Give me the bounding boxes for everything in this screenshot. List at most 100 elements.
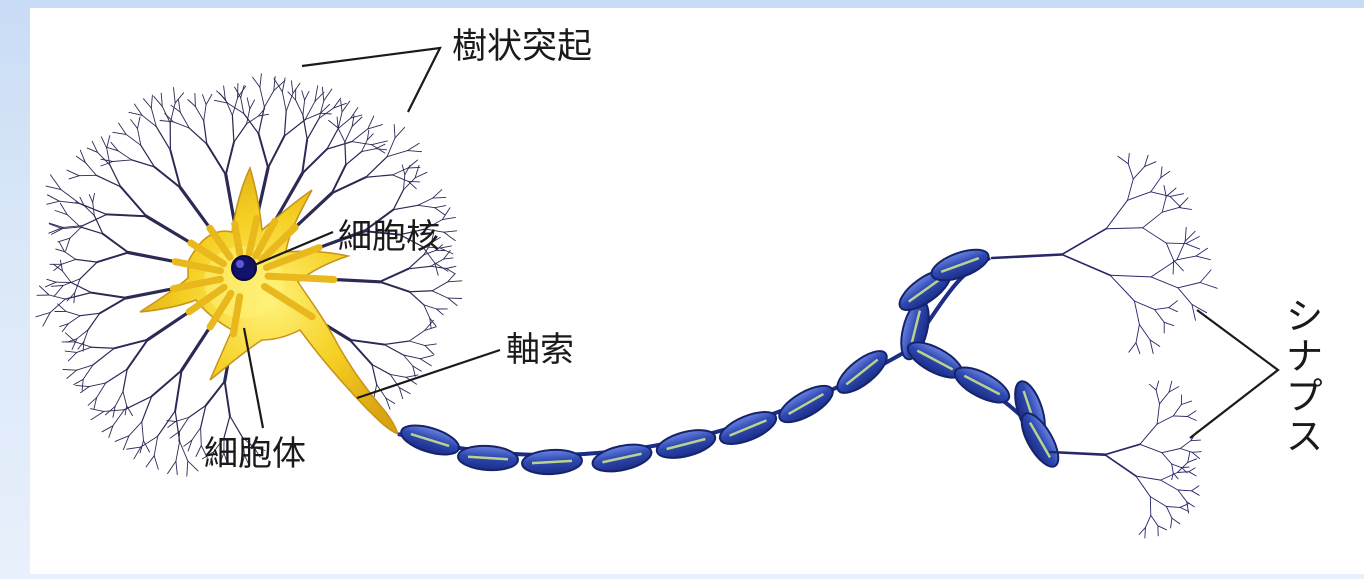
terminal-branch-upper [1169, 301, 1178, 308]
dendrite-branch [182, 327, 211, 371]
terminal-branch-lower [1172, 464, 1182, 468]
dendrite-branch [352, 142, 372, 145]
dendrite-branch [176, 461, 177, 474]
terminal-branch-upper [1155, 308, 1169, 310]
dendrite-branch [156, 127, 170, 151]
dendrite-branch [71, 283, 91, 293]
terminal-branch-lower [1162, 449, 1180, 453]
dendrite-branch [92, 347, 115, 348]
terminal-branch-upper [992, 255, 1062, 259]
dendrite-branch [93, 193, 95, 202]
dendrite-branch [62, 259, 76, 264]
dendrite-branch [350, 340, 372, 365]
dendrite-branch [409, 341, 425, 346]
terminal-branch-upper [1178, 288, 1192, 305]
dendrite-branch [77, 365, 93, 370]
dendrite-branch [435, 206, 446, 208]
terminal-branch-lower [1157, 404, 1159, 424]
dendrite-branch [69, 176, 79, 179]
dendrite-branch [51, 286, 63, 287]
terminal-branch-upper [1170, 194, 1184, 197]
dendrite-branch [101, 137, 106, 148]
dendrite-branch [127, 447, 141, 449]
dendrite-branch [259, 134, 269, 168]
terminal-branch-upper [1170, 196, 1181, 207]
terminal-branch-upper [1200, 270, 1211, 283]
terminal-branch-lower [1187, 417, 1196, 421]
dendrite-branch [93, 348, 114, 365]
dendrite-branch [395, 127, 405, 137]
terminal-branch-lower [1173, 416, 1187, 417]
dendrite-branch [448, 298, 457, 305]
dendrite-branch [225, 381, 230, 416]
dendrite-branch [118, 151, 131, 160]
dendrite-branch [171, 105, 180, 112]
dendrite-branch [293, 83, 300, 93]
dendrite-branch [206, 381, 225, 405]
dendrite-branch [170, 103, 175, 123]
dendrite-branch [113, 132, 126, 134]
dendrite-branch [85, 163, 96, 176]
terminal-branch-upper [1185, 227, 1186, 241]
dendrite-branch [244, 114, 259, 134]
dendrite-branch [206, 94, 212, 104]
terminal-branch-lower [1136, 476, 1161, 480]
dendrite-branch [129, 422, 142, 436]
terminal-branch-upper [1133, 167, 1144, 179]
dendrite-branch [168, 461, 176, 473]
dendrite-branch [119, 123, 127, 134]
dendrite-branch [405, 165, 410, 174]
terminal-branch-upper [1166, 243, 1173, 260]
dendrite-branch [435, 208, 445, 215]
dendrite-branch [195, 93, 196, 106]
dendrite-branch [324, 89, 332, 101]
dendrite-branch [418, 205, 435, 207]
dendrite-branch [189, 128, 207, 144]
terminal-branch-upper [1166, 243, 1186, 244]
terminal-branch-lower [1180, 449, 1192, 453]
dendrite-branch [128, 253, 175, 262]
dendrite-branch [408, 181, 416, 188]
dendrite-branch [372, 365, 390, 375]
terminal-branch-lower [1181, 401, 1191, 404]
terminal-branch-upper [1164, 322, 1173, 325]
nucleus-highlight [236, 260, 244, 268]
dendrite-branch [80, 262, 97, 279]
dendrite-branch [387, 151, 407, 157]
dendrite-branch [192, 428, 201, 440]
terminal-branch-upper [1196, 248, 1208, 256]
dendrite-branch [384, 341, 409, 345]
dendrite-branch [65, 252, 76, 260]
dendrite-branch [376, 149, 387, 150]
dendrite-branch [76, 259, 98, 262]
terminal-branch-lower [1188, 459, 1197, 463]
terminal-branch-upper [1174, 260, 1184, 271]
dendrite-branch [54, 286, 63, 297]
dendrite-branch [188, 461, 198, 471]
terminal-branch-lower [1178, 490, 1192, 491]
terminal-branch-upper [1178, 283, 1200, 288]
dendrite-branch [148, 312, 190, 340]
dendrite-branch [368, 125, 383, 129]
dendrite-branch [151, 108, 156, 127]
dendrite-branch [107, 136, 110, 149]
terminal-branch-lower [1173, 405, 1181, 416]
dendrite-branch [334, 280, 380, 282]
dendrite-branch [207, 144, 226, 175]
dendrite-branch [408, 181, 419, 182]
dendrite-branch [154, 96, 163, 106]
dendrite-branch [409, 291, 432, 292]
dendrite-branch [247, 98, 250, 109]
dendrite-branch [121, 187, 147, 216]
dendrite-branch [384, 345, 403, 356]
dendrite-branch [425, 346, 434, 355]
terminal-branch-upper [1118, 156, 1128, 164]
nucleus [232, 256, 256, 280]
dendrite-branch [203, 95, 207, 105]
dendrite-branch [100, 298, 127, 313]
dendrite-branch [204, 121, 207, 144]
dendrite-branch [241, 85, 244, 97]
dendrite-branch [175, 93, 183, 103]
terminal-branch-lower [1158, 526, 1167, 530]
dendrite-branch [268, 136, 284, 168]
